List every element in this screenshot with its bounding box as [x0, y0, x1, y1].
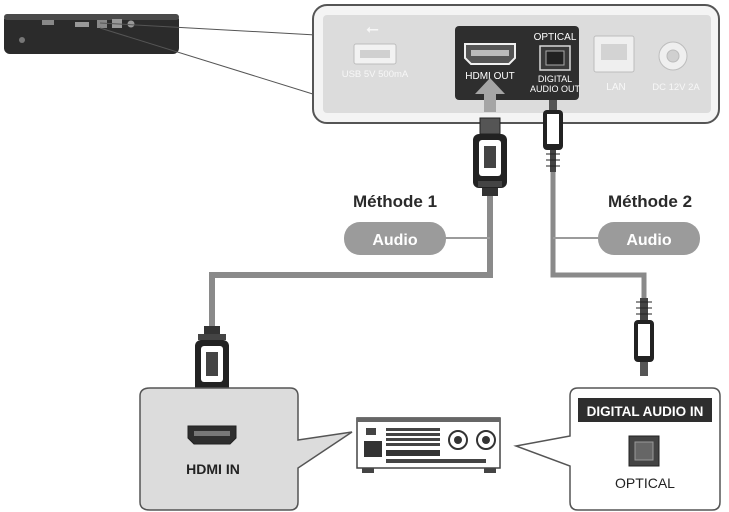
- av-receiver: [356, 417, 501, 473]
- usb-port: ⭠ USB 5V 500mA: [342, 21, 409, 80]
- usb-icon: ⭠: [366, 21, 379, 38]
- method1-badge-label: Audio: [372, 232, 418, 249]
- optical-in-port: [628, 435, 660, 467]
- method2-title: Méthode 2: [608, 192, 692, 211]
- optical-out-port: OPTICAL DIGITAL AUDIO OUT: [530, 32, 581, 94]
- digital-audio-out-label-1: DIGITAL: [538, 74, 572, 84]
- dc-power-port: DC 12V 2A: [652, 41, 700, 93]
- dc-label: DC 12V 2A: [652, 82, 700, 93]
- digital-audio-in-header: DIGITAL AUDIO IN: [587, 404, 704, 419]
- method2-badge-label: Audio: [626, 232, 672, 249]
- hdmi-out-label: HDMI OUT: [465, 71, 514, 82]
- player-device: [4, 14, 179, 54]
- method1-badge: [344, 222, 446, 255]
- lan-port: LAN: [593, 35, 635, 93]
- digital-audio-in-callout: DIGITAL AUDIO IN OPTICAL: [513, 387, 721, 511]
- hdmi-in-label: HDMI IN: [186, 461, 240, 477]
- lan-label: LAN: [606, 82, 625, 93]
- hdmi-in-port: [187, 425, 237, 445]
- hdmi-out-port: HDMI OUT: [464, 43, 516, 82]
- hdmi-insert-arrow-up: [475, 78, 505, 112]
- hdmi-cable: [209, 195, 493, 330]
- hdmi-plug-top: [473, 117, 507, 196]
- hdmi-plug-bottom: [195, 326, 229, 405]
- usb-label: USB 5V 500mA: [342, 69, 409, 80]
- optical-cable: [550, 172, 647, 300]
- optical-plug-top: [543, 100, 563, 172]
- digital-audio-out-label-2: AUDIO OUT: [530, 84, 581, 94]
- hdmi-in-callout: HDMI IN: [139, 387, 353, 511]
- optical-plug-bottom: [634, 298, 654, 376]
- method2-badge: [598, 222, 700, 255]
- optical-out-label: OPTICAL: [534, 32, 577, 43]
- optical-in-label: OPTICAL: [615, 475, 675, 491]
- method1-title: Méthode 1: [353, 192, 437, 211]
